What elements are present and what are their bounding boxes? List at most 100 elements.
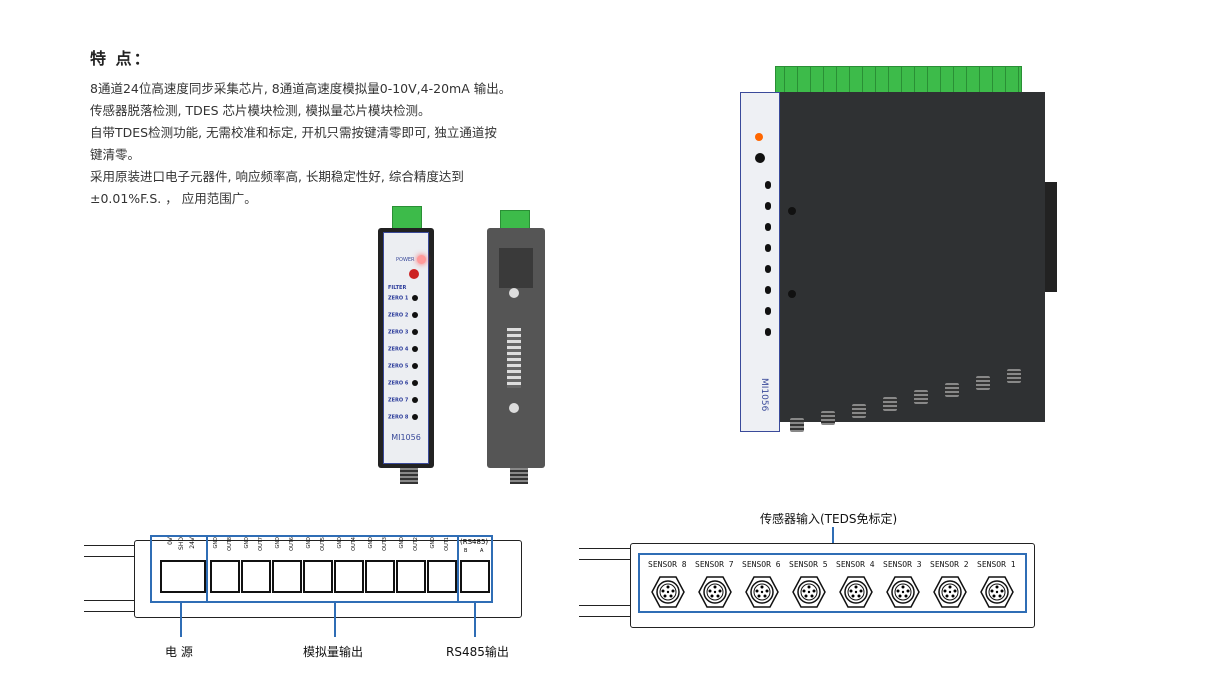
zero-button-icon [765,181,771,189]
terminal-block-image [392,206,422,230]
power-led-icon [417,255,426,264]
zero-button-icon [765,223,771,231]
button-icon [412,363,419,369]
rs485-terminal-label: A [480,548,484,554]
feature-line: 自带TDES检测功能, 无需校准和标定, 开机只需按键清零即可, 独立通道按 [90,125,497,140]
sensor-label: SENSOR 3 [883,560,922,569]
sensor-label: SENSOR 8 [648,560,687,569]
button-icon [412,397,419,403]
din-rail-tab [84,545,137,557]
analog-terminal [303,560,333,593]
zero-button-icon [765,244,771,252]
sensor-plug-image [883,397,897,411]
zero-button-4[interactable]: ZERO 4 [388,346,419,353]
zero-button-8[interactable]: ZERO 8 [388,414,419,421]
sensor-plug-image [976,376,990,390]
screw-icon [788,290,796,298]
sensor-caption: 传感器输入(TEDS免标定) [760,512,898,526]
sensor-plug-image [945,383,959,397]
power-caption: 电 源 [165,645,193,659]
sensor-label: SENSOR 4 [836,560,875,569]
analog-caption: 模拟量输出 [303,645,364,659]
filter-label: FILTER [388,285,407,291]
m12-connector-icon [651,575,685,609]
zero-button-2[interactable]: ZERO 2 [388,312,419,319]
zero-button-7[interactable]: ZERO 7 [388,397,419,404]
sensor-plug-image [1007,369,1021,383]
zero-button-icon [765,265,771,273]
button-icon [412,312,419,318]
sensor-label: SENSOR 6 [742,560,781,569]
din-rail-tab [579,605,632,617]
feature-line: 传感器脱落检测, TDES 芯片模块检测, 模拟量芯片模块检测。 [90,103,431,118]
power-led-icon [755,133,763,141]
analog-terminal [272,560,302,593]
analog-terminal [210,560,240,593]
zero-button-3[interactable]: ZERO 3 [388,329,419,336]
button-icon [412,346,419,352]
features-list: 8通道24位高速度同步采集芯片, 8通道高速度模拟量0-10V,4-20mA 输… [90,78,530,210]
zero-button-icon [765,202,771,210]
sensor-label: SENSOR 5 [789,560,828,569]
sensor-plug-image [510,468,528,484]
feature-line: ±0.01%F.S. ， 应用范围广。 [90,191,257,206]
sensor-plug-image [790,418,804,432]
sensor-plug-image [400,468,418,484]
m12-connector-icon [980,575,1014,609]
sensor-plug-image [821,411,835,425]
m12-connector-icon [792,575,826,609]
power-label: POWER [396,257,415,263]
filter-knob-icon [755,153,765,163]
power-terminal [160,560,206,593]
din-clip-image [1045,182,1057,292]
side-front-panel: MI1056 [740,92,780,432]
rs485-terminal [460,560,490,593]
rs485-terminal-label: B [464,548,468,554]
analog-terminal [396,560,426,593]
m12-connector-icon [839,575,873,609]
m12-connector-icon [933,575,967,609]
spring-image [507,328,521,388]
sensor-diagram-body [630,543,1035,628]
analog-terminal [241,560,271,593]
sensor-group-box: SENSOR 8 SENSOR 7 SENSOR 6 SENSOR 5 SENSOR 4… [638,553,1027,613]
analog-terminal [365,560,395,593]
device-front-image: POWER FILTER ZERO 1 ZERO 2 ZERO 3 ZERO 4 ZER… [378,228,434,468]
zero-button-5[interactable]: ZERO 5 [388,363,419,370]
screw-icon [788,207,796,215]
rs485-group-box [457,535,493,603]
rs485-caption: RS485输出 [446,645,509,659]
zero-button-1[interactable]: ZERO 1 [388,295,419,302]
device-side-image [770,92,1057,422]
analog-group-box [206,535,459,603]
button-icon [412,414,419,420]
zero-button-6[interactable]: ZERO 6 [388,380,419,387]
m12-connector-icon [886,575,920,609]
din-rail-tab [579,548,632,560]
terminal-strip-image [775,66,1022,96]
zero-button-icon [765,307,771,315]
m12-connector-icon [745,575,779,609]
sensor-plug-image [914,390,928,404]
button-icon [412,380,419,386]
m12-connector-icon [698,575,732,609]
feature-line: 键清零。 [90,147,141,162]
rs485-header: (RS485) [460,538,489,546]
zero-button-icon [765,328,771,336]
sensor-label: SENSOR 1 [977,560,1016,569]
zero-button-icon [765,286,771,294]
button-icon [412,329,419,335]
power-group-box [150,535,208,603]
din-rail-tab [84,600,137,612]
feature-line: 采用原装进口电子元器件, 响应频率高, 长期稳定性好, 综合精度达到 [90,169,464,184]
button-icon [412,295,419,301]
analog-terminal [334,560,364,593]
front-panel: POWER FILTER ZERO 1 ZERO 2 ZERO 3 ZERO 4 ZER… [383,232,429,464]
device-back-image [487,228,545,468]
filter-knob-icon[interactable] [409,269,419,279]
sensor-label: SENSOR 2 [930,560,969,569]
features-title: 特 点： [90,49,152,68]
sensor-label: SENSOR 7 [695,560,734,569]
